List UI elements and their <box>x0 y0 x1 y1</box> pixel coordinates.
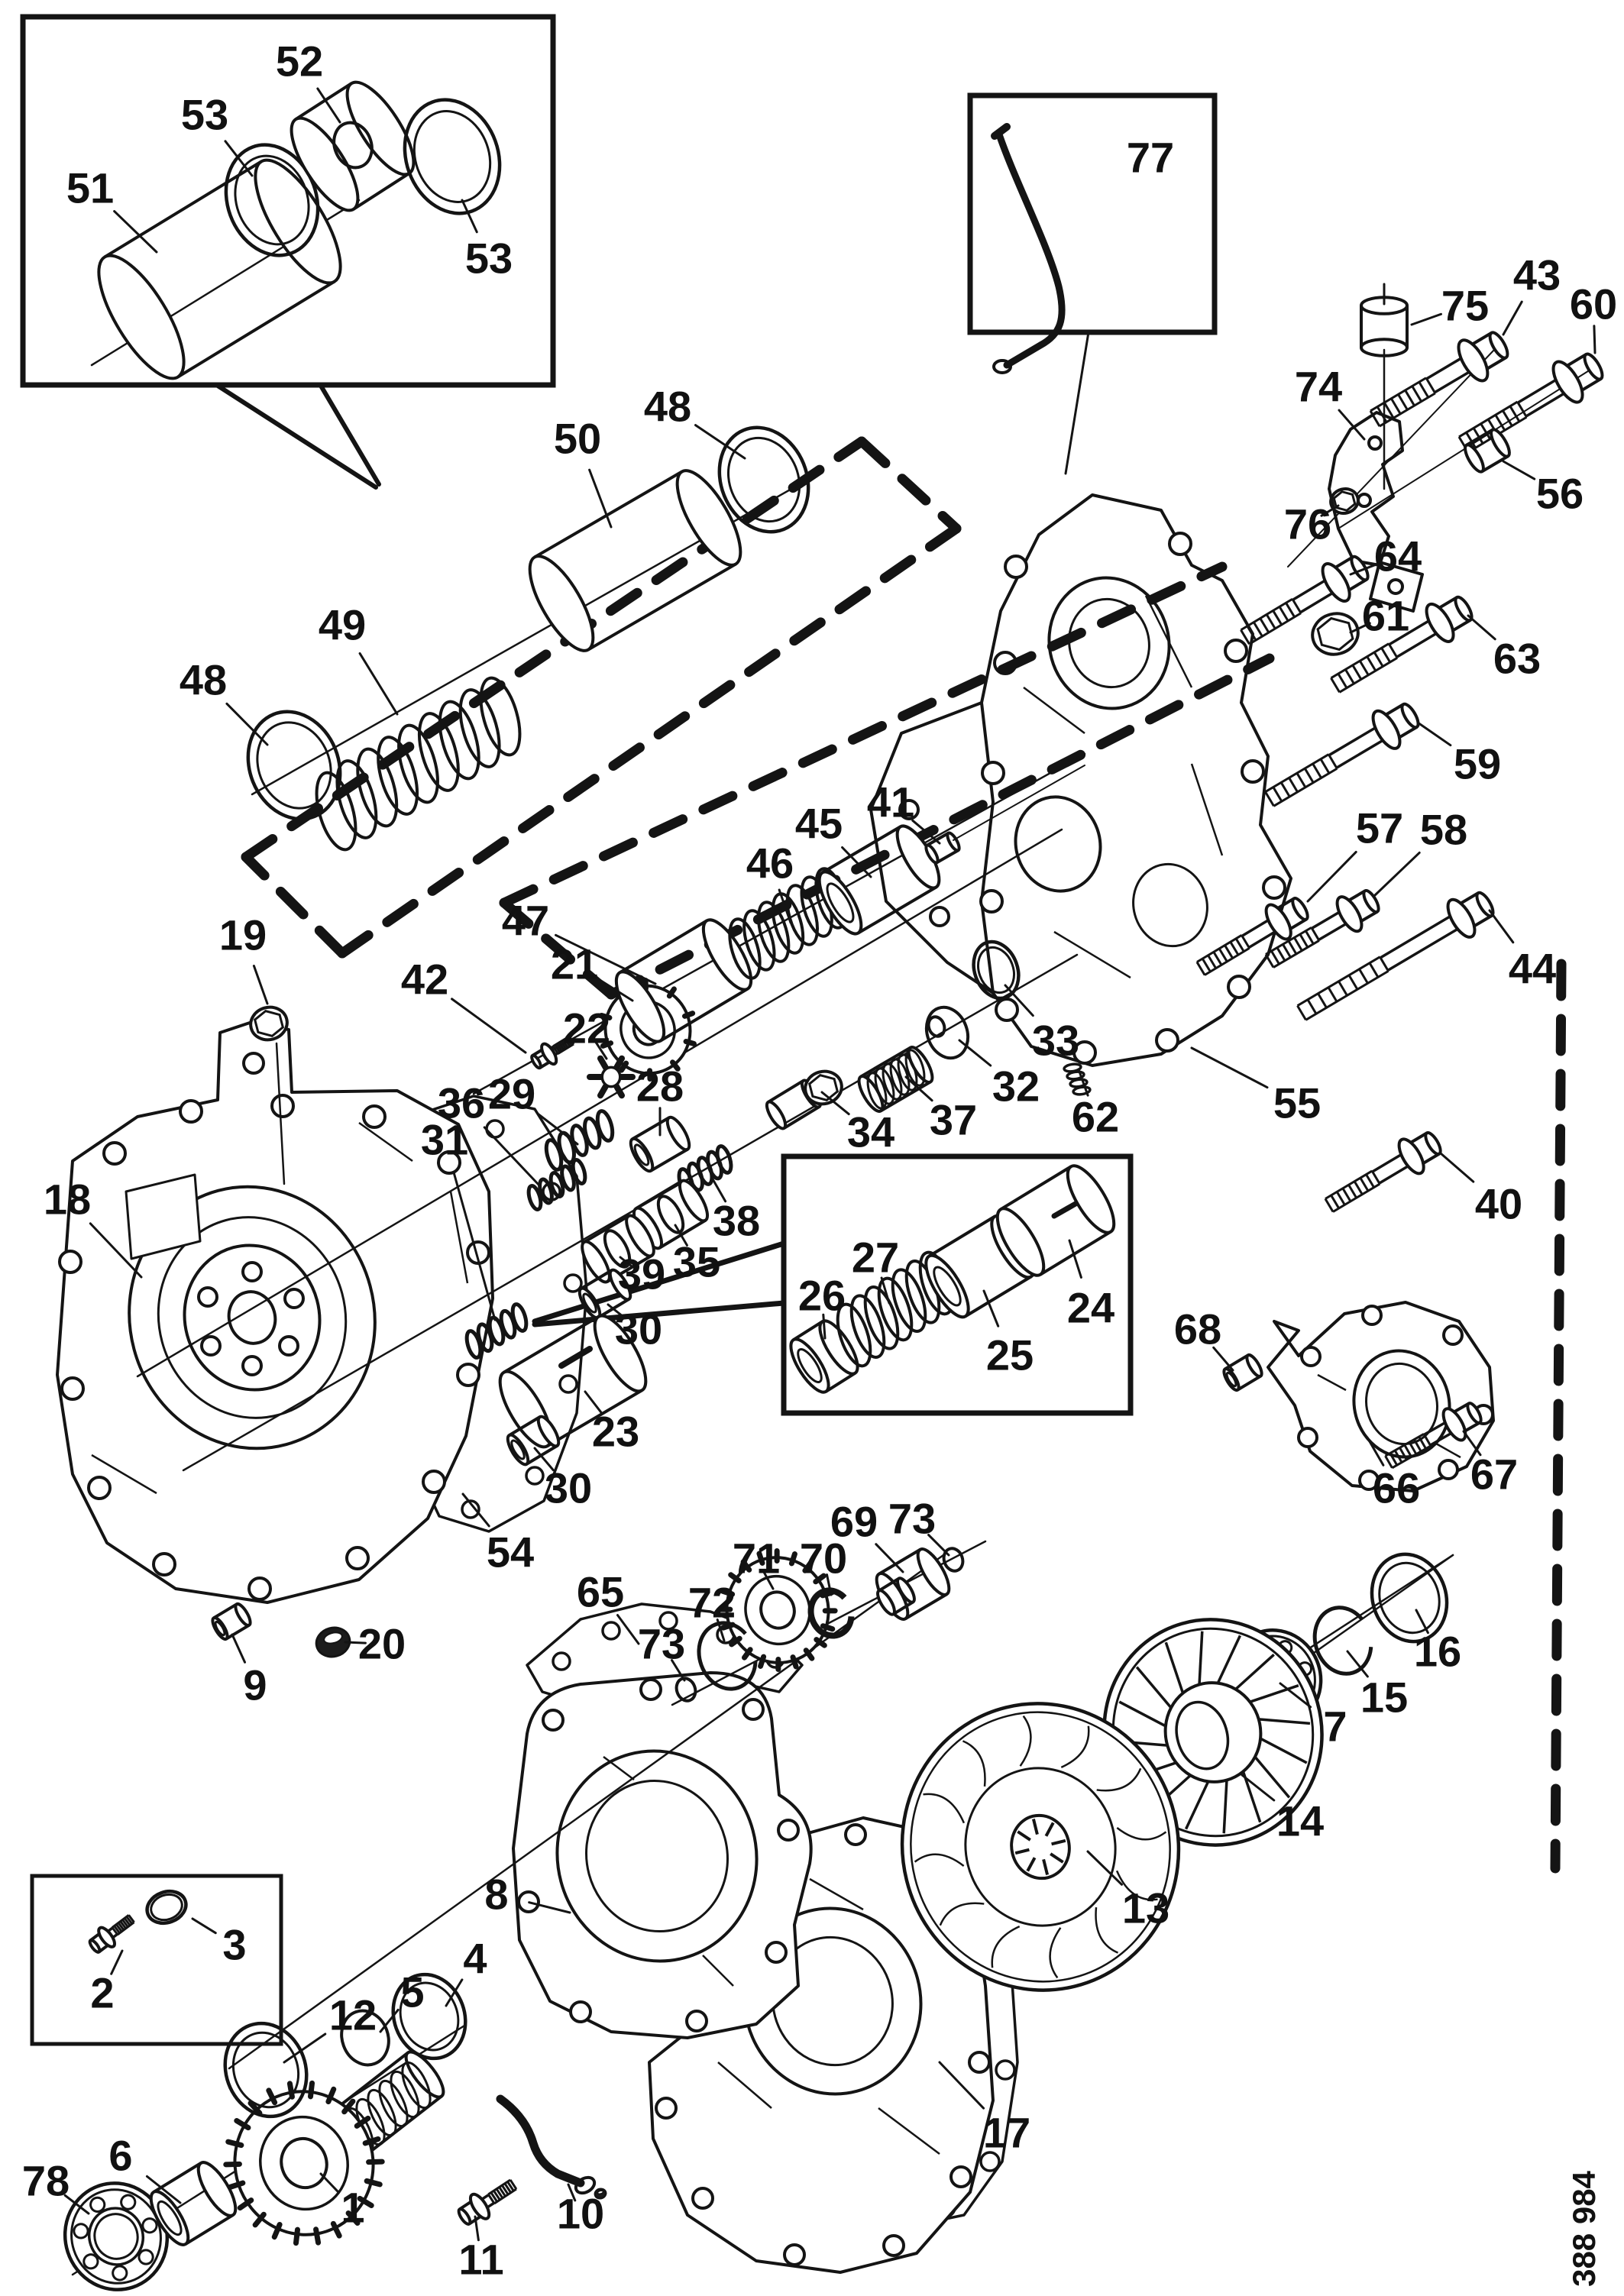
part-label-73: 73 <box>638 1620 685 1668</box>
part-label-13: 13 <box>1122 1884 1169 1932</box>
part-label-15: 15 <box>1360 1673 1408 1722</box>
part-label-53: 53 <box>465 234 513 283</box>
part-label-78: 78 <box>22 2157 70 2205</box>
part-label-27: 27 <box>852 1234 899 1282</box>
part-label-28: 28 <box>636 1062 684 1111</box>
part-label-77: 77 <box>1127 134 1174 182</box>
part-label-67: 67 <box>1470 1450 1518 1499</box>
part-label-20: 20 <box>358 1620 406 1668</box>
part-label-5: 5 <box>400 1968 424 2016</box>
part-label-49: 49 <box>319 601 366 649</box>
part-label-48: 48 <box>180 656 227 704</box>
valve-detail-box <box>781 1153 1134 1416</box>
part-label-44: 44 <box>1509 945 1556 993</box>
part-label-64: 64 <box>1374 532 1422 580</box>
part-label-1: 1 <box>341 2184 364 2232</box>
part-label-51: 51 <box>66 164 114 212</box>
part-label-9: 9 <box>243 1661 267 1709</box>
part-label-39: 39 <box>618 1250 665 1298</box>
pipe-detail-box <box>967 92 1218 335</box>
part-label-33: 33 <box>1032 1017 1079 1065</box>
cover-66 <box>1267 1301 1495 1492</box>
part-label-57: 57 <box>1356 804 1403 852</box>
part-label-25: 25 <box>986 1331 1034 1379</box>
part-label-17: 17 <box>983 2109 1030 2157</box>
part-label-61: 61 <box>1362 592 1409 640</box>
part-label-35: 35 <box>673 1238 720 1286</box>
part-label-52: 52 <box>276 37 323 86</box>
pump-cover-8 <box>512 1671 813 2039</box>
part-label-62: 62 <box>1072 1093 1119 1141</box>
part-label-68: 68 <box>1174 1305 1221 1353</box>
part-label-11: 11 <box>458 2236 503 2284</box>
part-label-12: 12 <box>329 1991 377 2039</box>
part-label-43: 43 <box>1513 251 1561 299</box>
part-label-3: 3 <box>222 1921 246 1969</box>
part-label-18: 18 <box>44 1175 91 1224</box>
part-label-60: 60 <box>1570 280 1617 328</box>
part-label-48: 48 <box>644 383 691 431</box>
part-label-65: 65 <box>577 1568 624 1616</box>
inset-boxes <box>20 14 1218 2046</box>
part-label-36: 36 <box>438 1079 485 1127</box>
part-label-2: 2 <box>90 1969 114 2017</box>
part-label-66: 66 <box>1373 1464 1420 1512</box>
part-label-8: 8 <box>484 1871 508 1919</box>
part-label-22: 22 <box>563 1004 610 1053</box>
part-label-50: 50 <box>554 415 601 463</box>
housing-55 <box>869 493 1292 1067</box>
housing-18 <box>56 1020 494 1604</box>
part-label-63: 63 <box>1493 635 1541 683</box>
part-label-30: 30 <box>615 1305 662 1353</box>
callout-labels: 5152535348504948777543607476566461635957… <box>22 37 1617 2284</box>
part-label-41: 41 <box>867 778 914 826</box>
part-label-7: 7 <box>1323 1703 1347 1751</box>
part-label-23: 23 <box>592 1408 639 1456</box>
part-label-14: 14 <box>1276 1797 1324 1845</box>
part-label-37: 37 <box>930 1096 977 1144</box>
part-label-71: 71 <box>733 1534 780 1583</box>
part-label-4: 4 <box>463 1935 487 1983</box>
piston-detail-box <box>20 14 556 388</box>
part-label-59: 59 <box>1454 740 1501 788</box>
part-label-70: 70 <box>800 1534 847 1583</box>
part-label-21: 21 <box>551 940 598 988</box>
part-label-56: 56 <box>1536 470 1584 518</box>
part-label-73: 73 <box>888 1495 936 1543</box>
part-label-34: 34 <box>847 1108 894 1156</box>
part-label-29: 29 <box>488 1070 535 1118</box>
part-label-47: 47 <box>502 897 549 945</box>
bolt-washer-box <box>30 1874 283 2046</box>
part-label-26: 26 <box>798 1272 846 1320</box>
part-label-74: 74 <box>1295 363 1342 411</box>
part-label-72: 72 <box>688 1579 736 1627</box>
part-label-10: 10 <box>557 2190 604 2238</box>
part-label-40: 40 <box>1475 1180 1522 1228</box>
part-label-19: 19 <box>219 911 267 959</box>
part-label-16: 16 <box>1414 1628 1461 1676</box>
part-label-54: 54 <box>487 1528 534 1576</box>
part-label-53: 53 <box>181 91 228 139</box>
part-label-42: 42 <box>401 956 448 1004</box>
part-label-30: 30 <box>545 1464 592 1512</box>
part-label-32: 32 <box>992 1062 1040 1111</box>
figure-reference-number: 388 984 <box>1566 2170 1602 2286</box>
part-label-75: 75 <box>1441 282 1489 330</box>
part-label-6: 6 <box>108 2132 132 2180</box>
part-label-31: 31 <box>421 1116 468 1164</box>
part-label-46: 46 <box>746 839 794 888</box>
part-label-69: 69 <box>830 1498 878 1546</box>
part-label-24: 24 <box>1067 1284 1114 1332</box>
part-label-58: 58 <box>1420 806 1467 854</box>
part-label-38: 38 <box>713 1197 760 1245</box>
part-label-76: 76 <box>1284 500 1331 548</box>
part-label-55: 55 <box>1273 1079 1321 1127</box>
generated-parts <box>63 80 1604 2291</box>
housing-drawings <box>56 493 1495 2274</box>
part-label-45: 45 <box>795 800 843 848</box>
